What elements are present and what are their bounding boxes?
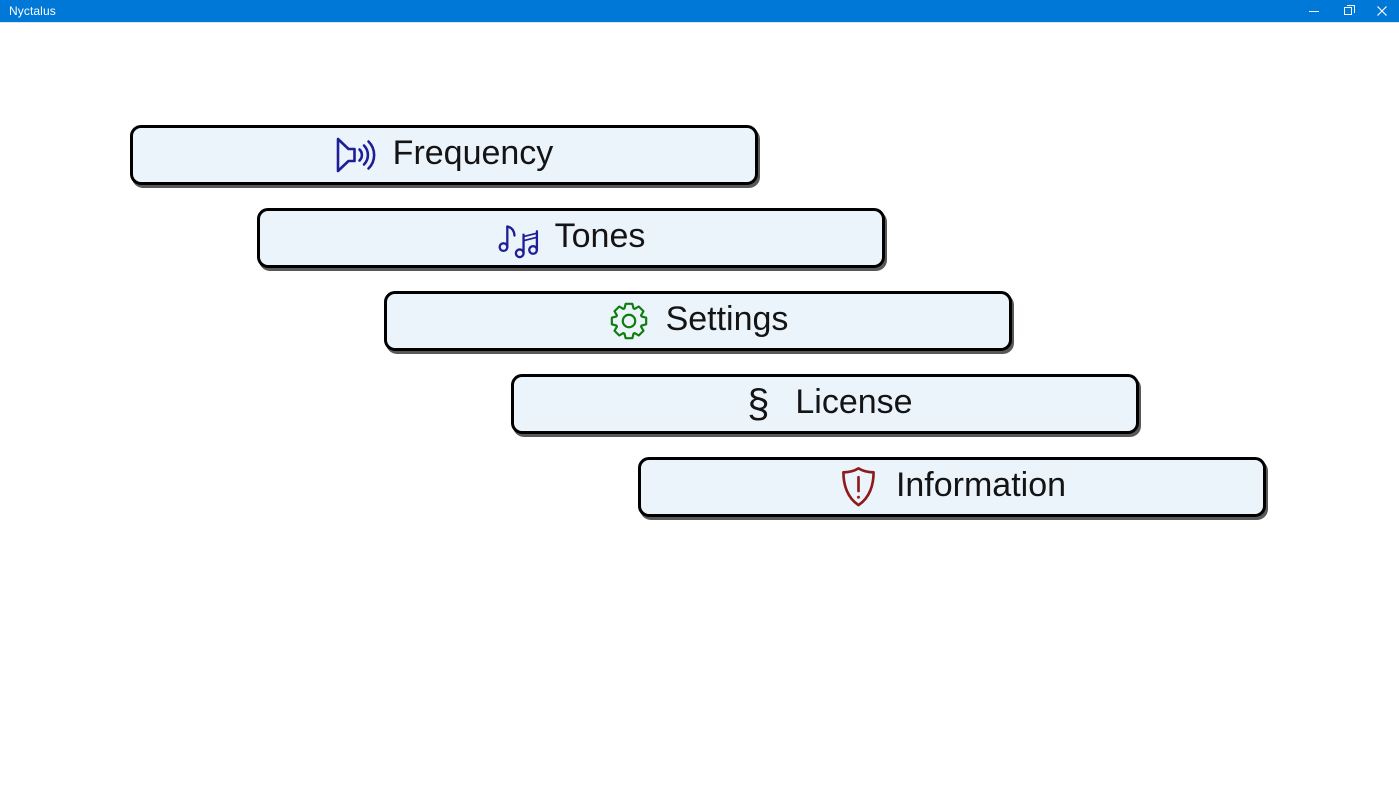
close-button[interactable] bbox=[1365, 0, 1399, 22]
minimize-button[interactable] bbox=[1297, 0, 1331, 22]
restore-icon bbox=[1344, 5, 1355, 15]
tones-button[interactable]: Tones bbox=[257, 208, 885, 268]
close-icon bbox=[1377, 6, 1387, 16]
frequency-button-label: Frequency bbox=[392, 134, 554, 172]
gear-icon bbox=[608, 299, 650, 343]
speaker-volume-icon bbox=[335, 133, 377, 177]
license-button-label: License bbox=[795, 383, 913, 421]
settings-button[interactable]: Settings bbox=[384, 291, 1012, 351]
information-button-label: Information bbox=[895, 466, 1067, 504]
tones-button-label: Tones bbox=[554, 217, 646, 255]
license-button[interactable]: § License bbox=[511, 374, 1139, 434]
restore-button[interactable] bbox=[1331, 0, 1365, 22]
settings-button-label: Settings bbox=[665, 300, 789, 338]
window-controls bbox=[1297, 0, 1399, 22]
section-sign-glyph: § bbox=[747, 382, 770, 426]
window-title: Nyctalus bbox=[9, 4, 56, 18]
section-sign-icon: § bbox=[737, 382, 779, 426]
titlebar: Nyctalus bbox=[0, 0, 1399, 23]
shield-alert-icon bbox=[838, 465, 880, 509]
minimize-icon bbox=[1309, 10, 1319, 12]
music-notes-icon bbox=[497, 216, 539, 260]
information-button[interactable]: Information bbox=[638, 457, 1266, 517]
frequency-button[interactable]: Frequency bbox=[130, 125, 758, 185]
